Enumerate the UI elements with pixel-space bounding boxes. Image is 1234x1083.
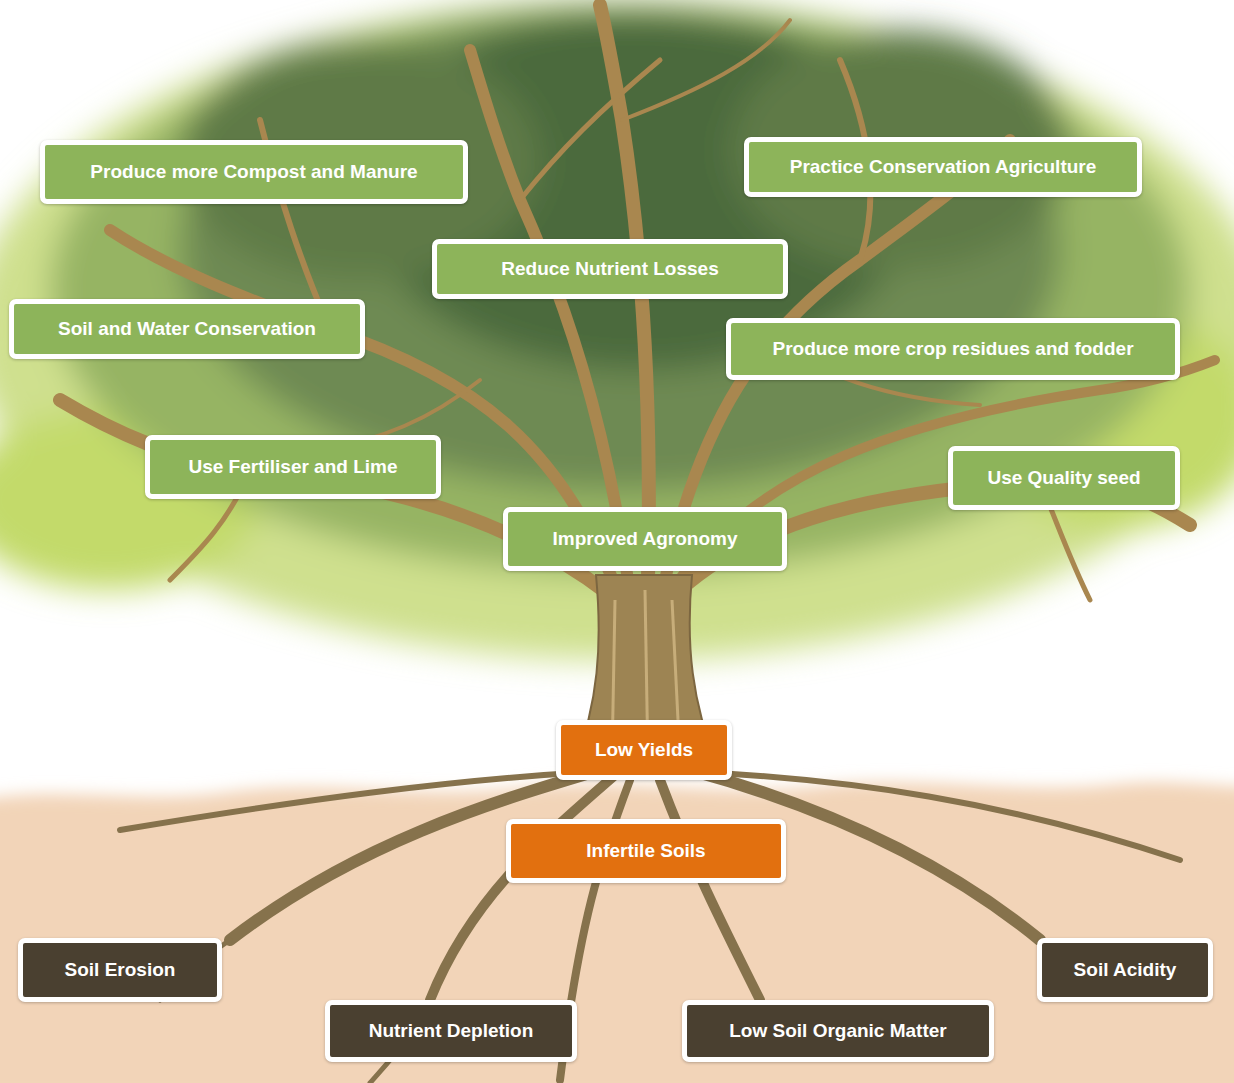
soil-band	[0, 782, 1234, 1083]
box-label: Practice Conservation Agriculture	[790, 156, 1097, 179]
box-label: Soil Acidity	[1074, 959, 1177, 982]
solution-box: Improved Agronomy	[503, 507, 787, 571]
box-label: Produce more Compost and Manure	[90, 161, 417, 184]
box-label: Soil and Water Conservation	[58, 318, 316, 341]
solution-box: Use Fertiliser and Lime	[145, 435, 441, 499]
problem-box: Low Yields	[556, 720, 732, 780]
cause-box: Nutrient Depletion	[325, 1000, 577, 1062]
tree-roots	[120, 770, 1180, 1083]
cause-box: Soil Erosion	[18, 938, 222, 1002]
solution-box: Produce more Compost and Manure	[40, 140, 468, 204]
tree-canopy	[0, 0, 1234, 660]
solution-box: Produce more crop residues and fodder	[726, 318, 1180, 380]
box-label: Low Soil Organic Matter	[729, 1020, 946, 1043]
box-label: Infertile Soils	[586, 840, 705, 863]
solution-box: Reduce Nutrient Losses	[432, 239, 788, 299]
cause-box: Soil Acidity	[1037, 938, 1213, 1002]
cause-box: Low Soil Organic Matter	[682, 1000, 994, 1062]
box-label: Use Quality seed	[987, 467, 1140, 490]
box-label: Produce more crop residues and fodder	[772, 338, 1133, 361]
box-label: Use Fertiliser and Lime	[188, 456, 397, 479]
solution-box: Practice Conservation Agriculture	[744, 137, 1142, 197]
box-label: Nutrient Depletion	[369, 1020, 534, 1043]
box-label: Low Yields	[595, 739, 693, 762]
box-label: Improved Agronomy	[552, 528, 737, 551]
problem-box: Infertile Soils	[506, 819, 786, 883]
solution-box: Use Quality seed	[948, 446, 1180, 510]
box-label: Reduce Nutrient Losses	[501, 258, 719, 281]
solution-box: Soil and Water Conservation	[9, 299, 365, 359]
box-label: Soil Erosion	[65, 959, 176, 982]
